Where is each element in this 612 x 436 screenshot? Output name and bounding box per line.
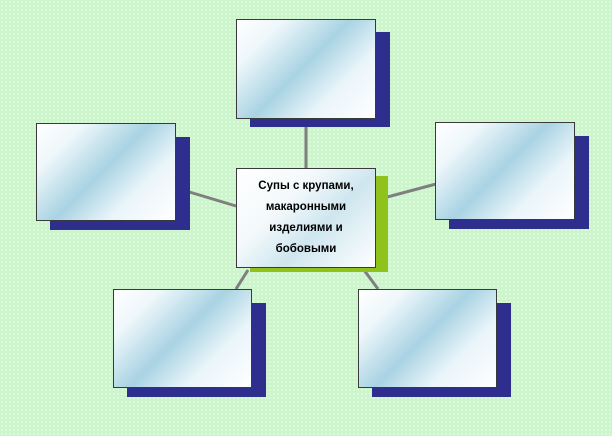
satellite-box (435, 122, 575, 220)
connector-bottom-right (362, 269, 380, 290)
satellite-box (113, 289, 252, 388)
satellite-box (236, 19, 376, 119)
connector-bottom-left (234, 269, 250, 290)
center-box: Супы с крупами, макаронными изделиями и … (236, 168, 376, 268)
center-label: Супы с крупами, макаронными изделиями и … (258, 180, 354, 255)
satellite-box (36, 123, 176, 221)
satellite-box (358, 289, 497, 388)
